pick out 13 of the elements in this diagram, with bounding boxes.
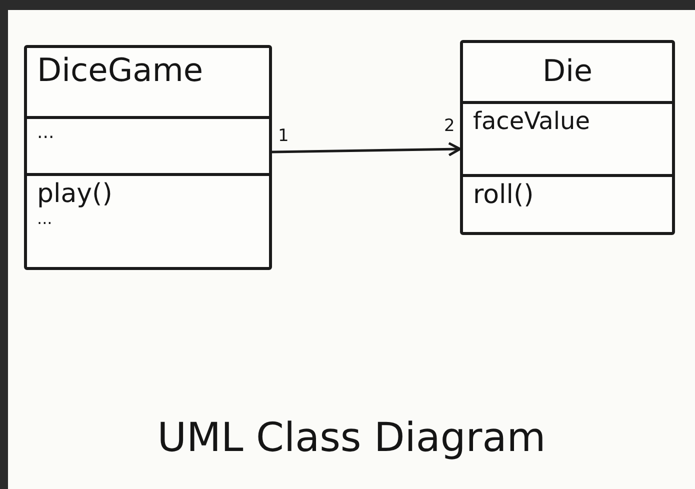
operation-text: play() [37,180,112,210]
association-arrow [272,142,462,156]
class-name: Die [542,54,592,90]
attribute-text: ... [37,123,54,144]
class-name: DiceGame [37,52,204,89]
class-box [460,40,675,235]
operation-text: ... [37,210,52,228]
class-box [24,45,272,270]
attribute-text: faceValue [473,108,590,136]
multiplicity-label: 1 [278,126,289,146]
operation-text: roll() [473,180,534,211]
diagram-caption: UML Class Diagram [156,415,547,461]
multiplicity-label: 2 [444,116,455,136]
